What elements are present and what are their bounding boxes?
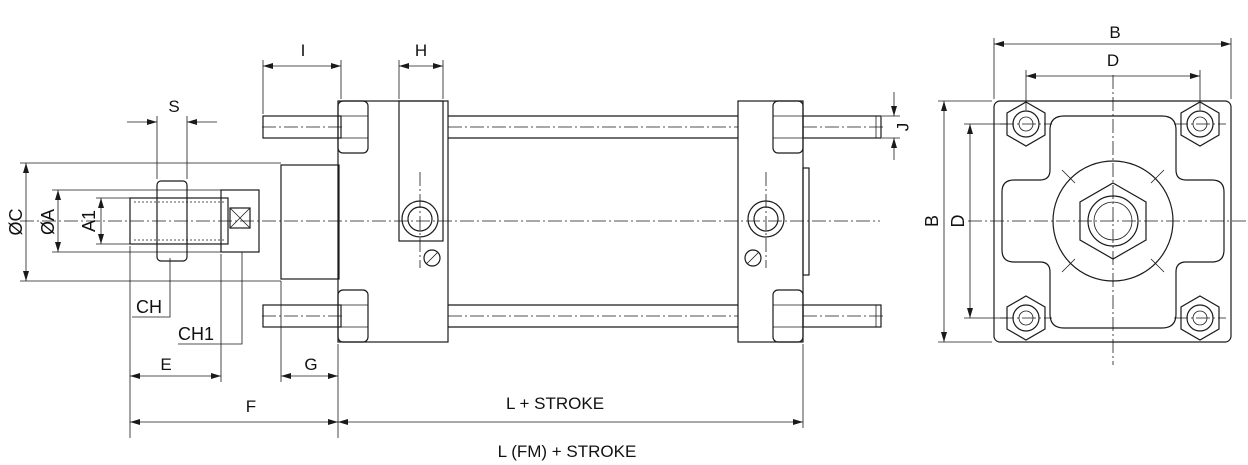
label-OC: ØC bbox=[6, 208, 26, 235]
rod-nut bbox=[156, 180, 188, 262]
label-S: S bbox=[168, 97, 179, 116]
front-cushion-screw bbox=[423, 249, 441, 267]
end-view: B D B D bbox=[922, 23, 1248, 365]
label-CH1: CH1 bbox=[178, 324, 214, 344]
leader-CH1: CH1 bbox=[178, 252, 243, 345]
dim-B-side: B bbox=[922, 100, 992, 343]
dim-OA: ØA bbox=[38, 189, 221, 253]
center-boss bbox=[1052, 160, 1174, 282]
label-F: F bbox=[246, 397, 256, 416]
label-G: G bbox=[304, 355, 317, 374]
center-rod bbox=[1087, 195, 1139, 247]
dim-I: I bbox=[262, 41, 342, 114]
end-cross-boss bbox=[1001, 115, 1225, 329]
dim-J: J bbox=[882, 92, 912, 160]
rod-flats bbox=[220, 189, 260, 253]
label-E: E bbox=[160, 355, 171, 374]
end-plate bbox=[993, 100, 1232, 343]
front-end-cap bbox=[337, 100, 449, 343]
dim-LFM-stroke: L (FM) + STROKE bbox=[498, 442, 637, 461]
side-view: I H S J ØC bbox=[6, 41, 912, 461]
leader-CH: CH bbox=[132, 258, 171, 318]
dim-L-stroke: L + STROKE bbox=[338, 344, 804, 428]
label-CH: CH bbox=[136, 297, 162, 317]
dim-G: G bbox=[280, 281, 339, 438]
dim-B-top: B bbox=[993, 23, 1232, 99]
front-flange bbox=[280, 164, 340, 280]
center-hex-nut bbox=[1079, 182, 1147, 260]
dim-H: H bbox=[398, 41, 444, 99]
label-B-top: B bbox=[1109, 23, 1120, 42]
rear-tie-rods bbox=[802, 115, 885, 328]
rear-end-cap bbox=[737, 100, 810, 343]
dim-OC: ØC bbox=[6, 162, 281, 282]
label-L-stroke: L + STROKE bbox=[506, 394, 604, 413]
dim-A1: A1 bbox=[79, 197, 130, 245]
rod-end bbox=[129, 180, 260, 262]
label-D-top: D bbox=[1107, 51, 1119, 70]
rear-cushion-screw bbox=[744, 249, 762, 267]
label-LFM-stroke: L (FM) + STROKE bbox=[498, 442, 637, 461]
label-H: H bbox=[415, 41, 427, 60]
dim-D-side: D bbox=[948, 123, 1008, 319]
front-tie-rods bbox=[262, 115, 345, 328]
label-B-side: B bbox=[922, 215, 942, 227]
label-D-side: D bbox=[948, 215, 968, 228]
label-A1: A1 bbox=[79, 210, 99, 232]
label-I: I bbox=[301, 41, 306, 60]
dim-F: F bbox=[130, 397, 338, 425]
dim-D-top: D bbox=[1025, 51, 1201, 110]
dim-S: S bbox=[127, 97, 217, 179]
dim-E: E bbox=[129, 246, 222, 438]
label-OA: ØA bbox=[38, 209, 58, 235]
label-J: J bbox=[893, 123, 912, 132]
barrel bbox=[448, 115, 738, 328]
